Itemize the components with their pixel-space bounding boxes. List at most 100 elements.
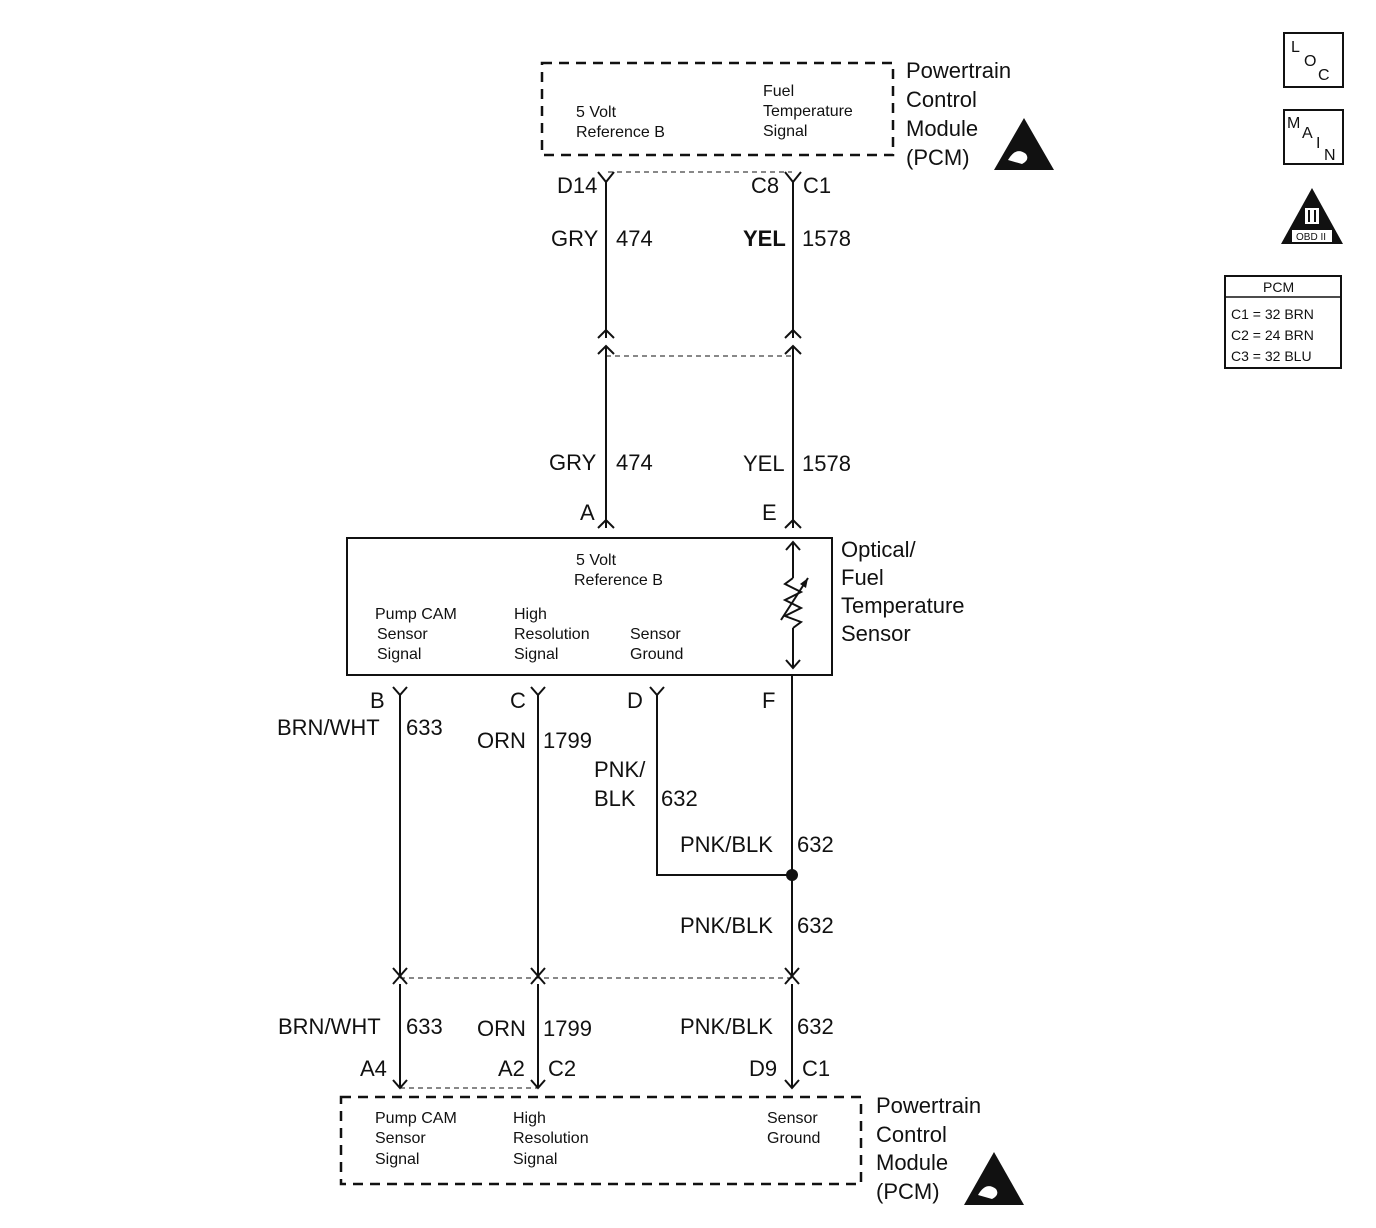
bottom-pcm-title-4: (PCM) — [876, 1179, 940, 1204]
sensor-pump-1: Pump CAM — [375, 606, 457, 623]
pin-f: F — [762, 688, 775, 713]
esd-warning-icon — [964, 1152, 1024, 1205]
sensor-hires-3: Signal — [514, 646, 558, 663]
inline-c-bottom — [530, 974, 546, 985]
wire-circuit-1578-1: 1578 — [802, 226, 851, 251]
upper-wires: GRY 474 YEL 1578 GRY 474 YEL 1578 A E — [549, 171, 851, 529]
bottom-ground-2: Ground — [767, 1130, 820, 1147]
main-letter-n: N — [1324, 147, 1336, 164]
wire-color-orn-1: ORN — [477, 728, 526, 753]
sensor-ground-2: Ground — [630, 646, 683, 663]
pin-c8-terminal — [784, 171, 802, 184]
bottom-pcm-module: Pump CAM Sensor Signal High Resolution S… — [339, 1093, 1024, 1205]
bottom-pcm-title-1: Powertrain — [876, 1093, 981, 1118]
wire-circuit-474-1: 474 — [616, 226, 653, 251]
wire-color-yel-2: YEL — [743, 451, 785, 476]
top-pcm-title-2: Control — [906, 87, 977, 112]
wire-circuit-1799-1: 1799 — [543, 728, 592, 753]
wire-circuit-632-d: 632 — [661, 786, 698, 811]
wire-color-gry-1: GRY — [551, 226, 599, 251]
bottom-hires-2: Resolution — [513, 1130, 589, 1147]
sensor-ground-1: Sensor — [630, 626, 681, 643]
wire-color-pnk-blk-1: PNK/BLK — [680, 832, 773, 857]
wire-color-orn-2: ORN — [477, 1016, 526, 1041]
pin-d: D — [627, 688, 643, 713]
bottom-pcm-title-2: Control — [876, 1122, 947, 1147]
splice-dot-icon — [786, 869, 798, 881]
wire-circuit-1578-2: 1578 — [802, 451, 851, 476]
connector-c1-top: C1 — [803, 173, 831, 198]
wire-circuit-632-3: 632 — [797, 1014, 834, 1039]
top-pcm-left-func-1: 5 Volt — [576, 104, 617, 121]
legend: L O C M A I N OBD II PCM C1 = 32 BRN C2 … — [1224, 32, 1344, 369]
pin-a: A — [580, 500, 595, 525]
sensor-ref-1: 5 Volt — [576, 552, 617, 569]
sensor-pump-2: Sensor — [377, 626, 428, 643]
wire-circuit-632-1: 632 — [797, 832, 834, 857]
pin-c8: C8 — [751, 173, 779, 198]
top-pcm-title-1: Powertrain — [906, 58, 1011, 83]
loc-icon: L O C — [1283, 32, 1344, 88]
pin-d9-terminal — [784, 1079, 800, 1090]
inline-f-bottom — [784, 974, 800, 985]
sensor-title-3: Temperature — [841, 593, 965, 618]
pcm-table-row-1: C1 = 32 BRN — [1231, 306, 1314, 322]
pin-c: C — [510, 688, 526, 713]
sensor-hires-1: High — [514, 606, 547, 623]
pcm-table-row-3: C3 = 32 BLU — [1231, 348, 1312, 364]
pin-e: E — [762, 500, 777, 525]
main-letter-i: I — [1316, 135, 1320, 152]
sensor-title-4: Sensor — [841, 621, 911, 646]
bottom-ground-1: Sensor — [767, 1110, 818, 1127]
esd-warning-icon — [994, 118, 1054, 170]
main-letter-a: A — [1302, 125, 1313, 142]
pcm-connector-table: PCM C1 = 32 BRN C2 = 24 BRN C3 = 32 BLU — [1224, 275, 1342, 369]
pin-a2: A2 — [498, 1056, 525, 1081]
top-pcm-module: 5 Volt Reference B Fuel Temperature Sign… — [540, 58, 1054, 198]
pin-d9: D9 — [749, 1056, 777, 1081]
wire-color-pnk-blk-3: PNK/BLK — [680, 1014, 773, 1039]
bottom-pump-1: Pump CAM — [375, 1110, 457, 1127]
bottom-pump-2: Sensor — [375, 1130, 426, 1147]
bottom-pump-3: Signal — [375, 1151, 419, 1168]
sensor-ref-2: Reference B — [574, 572, 663, 589]
top-pcm-right-func-3: Signal — [763, 123, 807, 140]
obd-ii-icon: OBD II — [1281, 188, 1343, 244]
bottom-pcm-title-3: Module — [876, 1150, 948, 1175]
optical-fuel-temp-sensor: 5 Volt Reference B Pump CAM Sensor Signa… — [346, 537, 965, 676]
inline-b-bottom — [392, 974, 408, 985]
pin-c-terminal — [530, 686, 546, 697]
wire-color-brn-wht-2: BRN/WHT — [278, 1014, 381, 1039]
loc-letter-l: L — [1291, 39, 1300, 56]
sensor-title-1: Optical/ — [841, 537, 916, 562]
pin-d14-terminal — [597, 171, 615, 184]
pin-b: B — [370, 688, 385, 713]
connector-c1-bottom: C1 — [802, 1056, 830, 1081]
pin-a-terminal — [597, 518, 615, 529]
loc-letter-c: C — [1318, 67, 1330, 84]
inline-connector-left-top — [597, 328, 615, 339]
top-pcm-title-4: (PCM) — [906, 145, 970, 170]
sensor-box — [346, 537, 833, 676]
sensor-hires-2: Resolution — [514, 626, 590, 643]
top-pcm-right-func-2: Temperature — [763, 103, 853, 120]
wire-color-blk-1: BLK — [594, 786, 636, 811]
wire-circuit-1799-2: 1799 — [543, 1016, 592, 1041]
thermistor-icon — [780, 540, 809, 670]
pin-d-terminal — [649, 686, 665, 697]
sensor-title-2: Fuel — [841, 565, 884, 590]
main-icon: M A I N — [1283, 109, 1344, 165]
top-pcm-title-3: Module — [906, 116, 978, 141]
wire-color-pnk-1: PNK/ — [594, 757, 646, 782]
pin-d14: D14 — [557, 173, 597, 198]
top-pcm-left-func-2: Reference B — [576, 124, 665, 141]
bottom-pcm-box — [339, 1095, 863, 1186]
pin-a4: A4 — [360, 1056, 387, 1081]
wire-circuit-633-2: 633 — [406, 1014, 443, 1039]
wire-circuit-474-2: 474 — [616, 450, 653, 475]
wire-color-gry-2: GRY — [549, 450, 597, 475]
wire-color-brn-wht-1: BRN/WHT — [277, 715, 380, 740]
sensor-pump-3: Signal — [377, 646, 421, 663]
wire-circuit-633-1: 633 — [406, 715, 443, 740]
